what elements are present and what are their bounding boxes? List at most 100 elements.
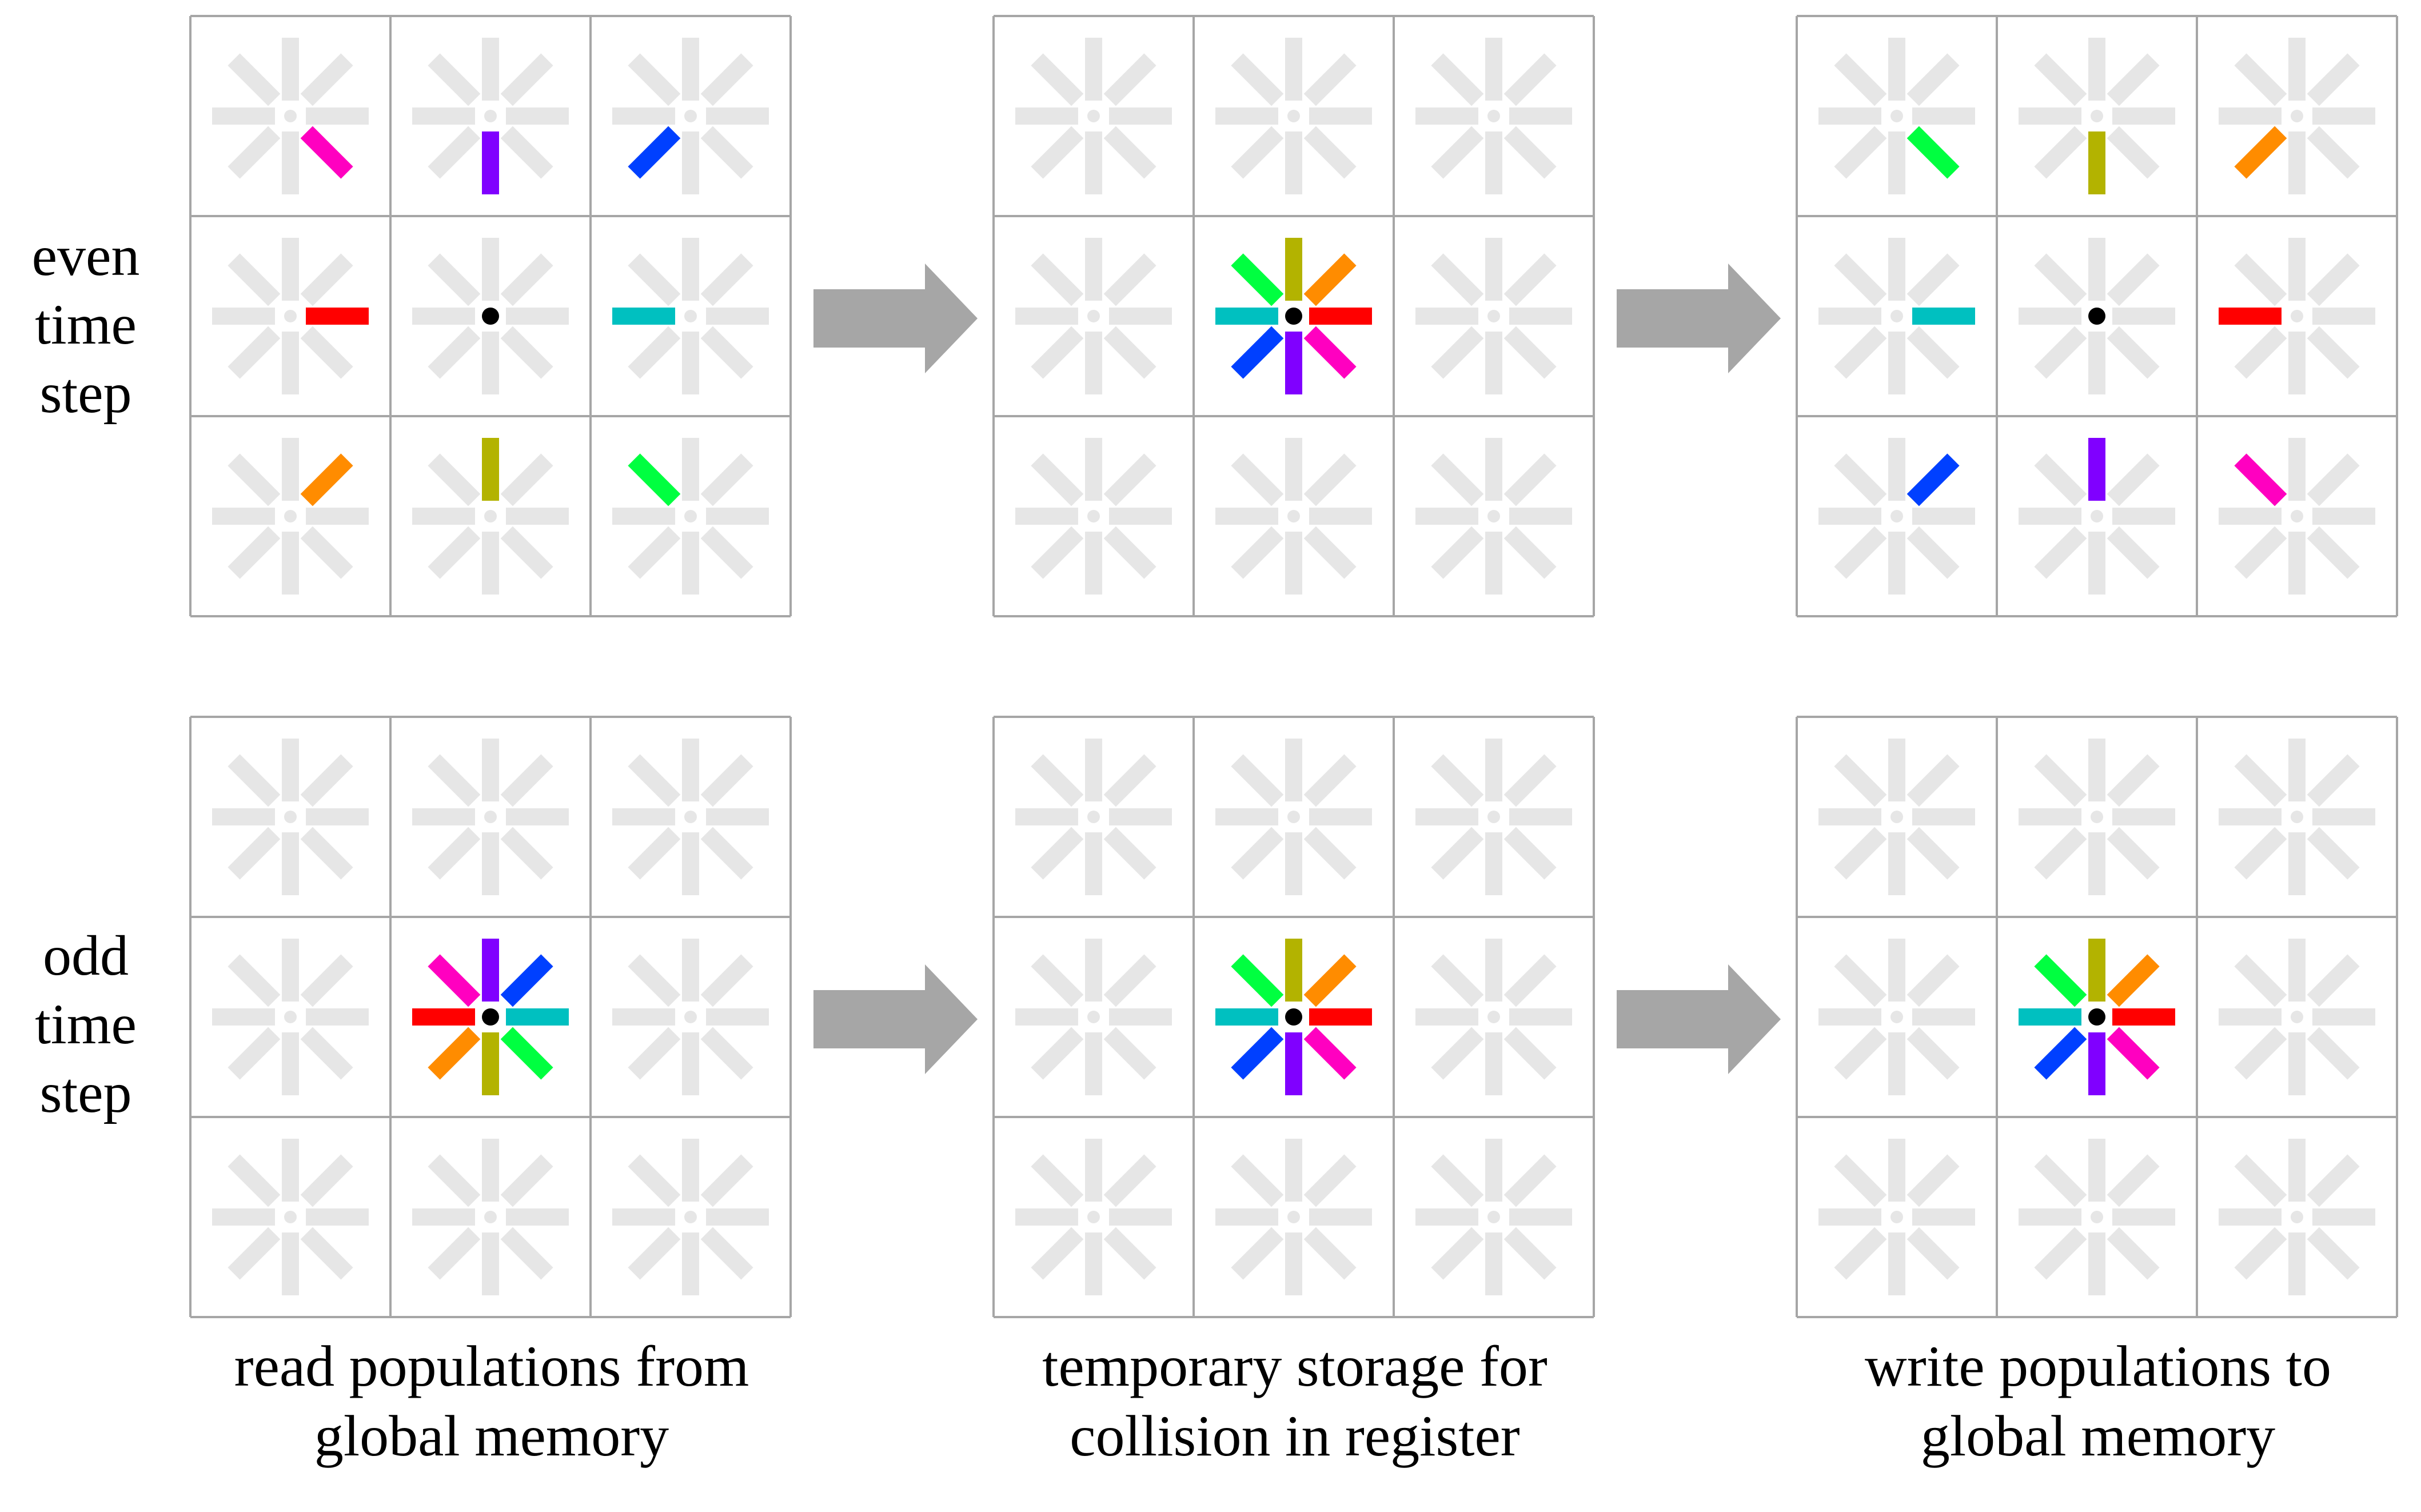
caption-read: read populations from global memory (134, 1332, 849, 1471)
rest-node-dot (1890, 310, 1903, 322)
rest-link (2234, 326, 2287, 379)
lattice-cell (1015, 1139, 1172, 1295)
rest-link (2107, 1154, 2160, 1207)
rest-link (1834, 1227, 1887, 1280)
rest-link (2234, 754, 2287, 807)
rest-node-dot (484, 110, 497, 122)
rest-link (628, 1027, 681, 1080)
population-sw (628, 126, 681, 179)
rest-node-dot (2291, 1011, 2303, 1023)
lattice-cell (1215, 38, 1372, 194)
lattice-cell (2219, 1139, 2375, 1295)
panel-even-temp (992, 15, 1595, 617)
population-nw (500, 1027, 553, 1080)
rest-link (1103, 1027, 1156, 1080)
rest-link (628, 526, 681, 579)
rest-link (1431, 526, 1484, 579)
rest-link (300, 1227, 353, 1280)
population-nw (1907, 126, 1960, 179)
rest-node-dot (1087, 110, 1100, 122)
lattice-cell (412, 238, 569, 394)
lattice-cell (212, 939, 369, 1095)
rest-link (1503, 827, 1557, 880)
caption-write-line-2: global memory (1920, 1404, 2276, 1469)
rest-link (228, 453, 281, 506)
lattice-cell (1818, 739, 1975, 895)
rest-link (1231, 1227, 1284, 1280)
rest-link (700, 827, 753, 880)
lattice-cell (2219, 38, 2375, 194)
rest-node-dot (684, 110, 697, 122)
rest-link (2234, 526, 2287, 579)
lattice-cell (1415, 1139, 1572, 1295)
rest-link (1834, 526, 1887, 579)
rest-node-dot (484, 811, 497, 823)
rest-link (700, 954, 753, 1007)
rest-node-dot (2291, 1211, 2303, 1223)
rest-link (1431, 126, 1484, 179)
rest-node-dot (1287, 1211, 1300, 1223)
rest-node-dot (1287, 510, 1300, 522)
rest-node-dot (2091, 110, 2103, 122)
row-label-even-line-2: time (35, 293, 137, 356)
rest-link (628, 1227, 681, 1280)
rest-node-dot (1890, 811, 1903, 823)
lattice-cell (412, 1139, 569, 1295)
right-arrow-icon (813, 964, 978, 1074)
rest-node-dot (2291, 811, 2303, 823)
rest-link (500, 1154, 553, 1207)
rest-link (428, 126, 481, 179)
rest-link (628, 53, 681, 106)
lattice-cell (1215, 438, 1372, 595)
population-nw (1231, 954, 1284, 1007)
rest-link (1834, 1027, 1887, 1080)
rest-link (700, 126, 753, 179)
rest-node-dot (1890, 110, 1903, 122)
rest-link (1231, 1154, 1284, 1207)
caption-temp: temporary storage for collision in regis… (938, 1332, 1652, 1471)
population-ne (300, 453, 353, 506)
rest-link (1303, 754, 1357, 807)
rest-link (1907, 754, 1960, 807)
rest-link (228, 326, 281, 379)
rest-link (1031, 253, 1084, 306)
rest-link (1431, 326, 1484, 379)
rest-link (500, 754, 553, 807)
rest-link (2107, 126, 2160, 179)
rest-link (1907, 954, 1960, 1007)
rest-link (1103, 326, 1156, 379)
rest-link (1231, 526, 1284, 579)
panel-odd-temp (992, 716, 1595, 1318)
cell-grid (189, 716, 792, 1318)
rest-link (1431, 1154, 1484, 1207)
row-label-odd-line-3: step (39, 1061, 132, 1124)
rest-link (1907, 1154, 1960, 1207)
rest-node-dot (1287, 811, 1300, 823)
rest-node-dot (684, 811, 697, 823)
lattice-cell (1015, 238, 1172, 394)
rest-link (500, 253, 553, 306)
lattice-cell (2219, 739, 2375, 895)
lattice-cell (2219, 939, 2375, 1095)
caption-read-line-2: global memory (314, 1404, 669, 1469)
rest-node-dot (1087, 510, 1100, 522)
rest-node-dot (1487, 510, 1500, 522)
rest-node-dot (284, 110, 297, 122)
rest-link (1503, 53, 1557, 106)
rest-link (1431, 1027, 1484, 1080)
rest-link (1431, 53, 1484, 106)
population-sw (1231, 326, 1284, 379)
rest-link (500, 827, 553, 880)
rest-link (1503, 326, 1557, 379)
population-se (300, 126, 353, 179)
rest-link (228, 1227, 281, 1280)
rest-link (428, 827, 481, 880)
rest-link (700, 453, 753, 506)
center-node-dot (2088, 1008, 2105, 1026)
rest-link (500, 53, 553, 106)
rest-node-dot (2091, 811, 2103, 823)
row-label-even: even time step (0, 222, 171, 428)
rest-node-dot (284, 310, 297, 322)
rest-link (428, 253, 481, 306)
rest-link (2034, 126, 2087, 179)
